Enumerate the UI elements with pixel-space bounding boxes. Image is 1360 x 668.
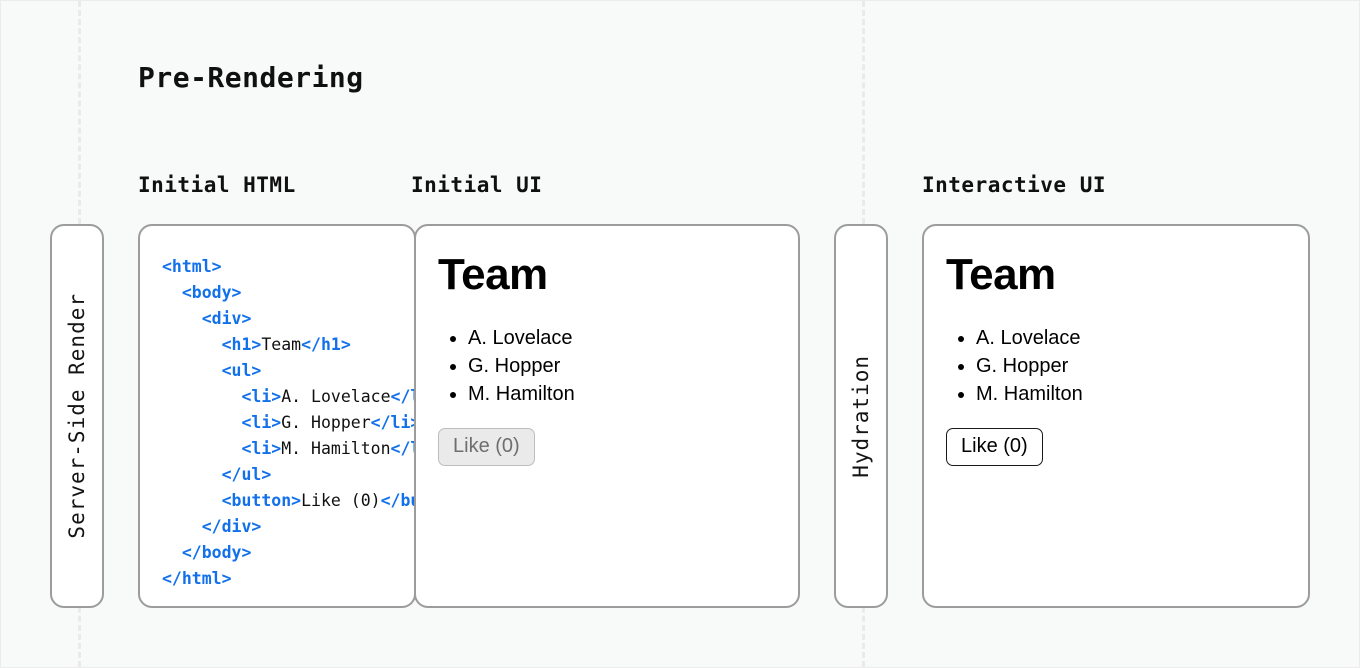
code-line: </div>: [162, 514, 414, 540]
list-item: M. Hamilton: [976, 380, 1308, 408]
code-line: <li>G. Hopper</li>: [162, 410, 416, 436]
code-token-tag: <li>: [241, 387, 282, 406]
initial-ui-content: Team A. LovelaceG. HopperM. Hamilton Lik…: [416, 226, 798, 467]
list-item: G. Hopper: [976, 352, 1308, 380]
code-token-tag: </li>: [390, 387, 414, 406]
phase-label-hydration: Hydration: [849, 354, 873, 478]
interactive-ui-member-list: A. LovelaceG. HopperM. Hamilton: [946, 324, 1308, 408]
interactive-ui-heading: Team: [946, 250, 1056, 299]
code-token-tag: <ul>: [221, 361, 262, 380]
code-line: <html>: [162, 254, 414, 280]
code-token-tag: </li>: [370, 413, 416, 432]
code-token-tag: <html>: [162, 257, 222, 276]
list-item: A. Lovelace: [468, 324, 798, 352]
code-token-tag: <button>: [221, 491, 302, 510]
code-line: <button>Like (0)</button>: [162, 488, 414, 514]
code-token-txt: Team: [261, 335, 302, 354]
code-line: </html>: [162, 566, 414, 592]
html-code-block: <html> <body> <div> <h1>Team</h1> <ul> <…: [162, 254, 416, 592]
code-line: </ul>: [162, 462, 414, 488]
list-item: G. Hopper: [468, 352, 798, 380]
phase-label-server-side-render: Server-Side Render: [65, 293, 89, 539]
code-token-txt: Like (0): [301, 491, 381, 510]
code-token-tag: </html>: [162, 569, 232, 588]
code-token-tag: </ul>: [221, 465, 272, 484]
phase-bar-hydration: Hydration: [834, 224, 888, 608]
code-token-tag: <div>: [201, 309, 252, 328]
code-token-tag: </h1>: [301, 335, 351, 354]
code-token-tag: </li>: [390, 439, 414, 458]
column-heading-initial-html: Initial HTML: [138, 173, 296, 197]
code-token-tag: <li>: [241, 439, 282, 458]
code-token-tag: </body>: [181, 543, 252, 562]
code-token-txt: M. Hamilton: [281, 439, 391, 458]
column-heading-initial-ui: Initial UI: [411, 173, 543, 197]
code-token-tag: </div>: [201, 517, 262, 536]
interactive-ui-content: Team A. LovelaceG. HopperM. Hamilton Lik…: [924, 226, 1308, 467]
initial-ui-card: Team A. LovelaceG. HopperM. Hamilton Lik…: [414, 224, 800, 608]
interactive-ui-like-button[interactable]: Like (0): [946, 428, 1043, 467]
code-line: <body>: [162, 280, 414, 306]
code-token-tag: <body>: [181, 283, 242, 302]
initial-ui-heading: Team: [438, 250, 548, 299]
initial-ui-like-button: Like (0): [438, 428, 535, 467]
code-token-tag: <li>: [241, 413, 282, 432]
code-line: <ul>: [162, 358, 414, 384]
interactive-ui-card: Team A. LovelaceG. HopperM. Hamilton Lik…: [922, 224, 1310, 608]
initial-html-card: <html> <body> <div> <h1>Team</h1> <ul> <…: [138, 224, 416, 608]
diagram-title: Pre-Rendering: [138, 61, 364, 94]
list-item: A. Lovelace: [976, 324, 1308, 352]
list-item: M. Hamilton: [468, 380, 798, 408]
column-heading-interactive-ui: Interactive UI: [922, 173, 1107, 197]
code-line: <li>A. Lovelace</li>: [162, 384, 414, 410]
code-token-tag: </button>: [380, 491, 414, 510]
code-line: <div>: [162, 306, 414, 332]
initial-ui-member-list: A. LovelaceG. HopperM. Hamilton: [438, 324, 798, 408]
phase-bar-server-side-render: Server-Side Render: [50, 224, 104, 608]
code-token-tag: <h1>: [221, 335, 262, 354]
code-line: </body>: [162, 540, 414, 566]
code-token-txt: G. Hopper: [281, 413, 371, 432]
code-line: <li>M. Hamilton</li>: [162, 436, 414, 462]
code-token-txt: A. Lovelace: [281, 387, 391, 406]
code-line: <h1>Team</h1>: [162, 332, 414, 358]
